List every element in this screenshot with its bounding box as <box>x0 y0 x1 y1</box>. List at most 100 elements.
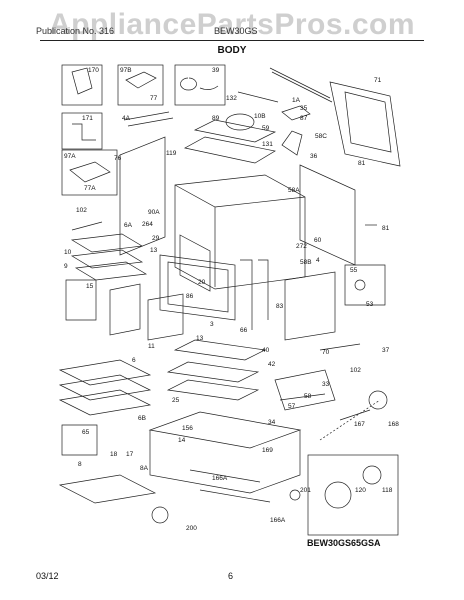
footer-page-number: 6 <box>228 571 234 581</box>
callout-33: 33 <box>322 381 330 388</box>
callout-3: 3 <box>210 321 214 328</box>
oven-body-edges <box>174 184 306 287</box>
callout-34: 34 <box>268 419 276 426</box>
callout-13b: 13 <box>196 335 204 342</box>
vent-59 <box>193 119 277 143</box>
callout-76: 76 <box>114 155 122 162</box>
callout-labels: 170 97B 39 171 77 97A 77A 132 1A 71 4A 8… <box>64 67 399 532</box>
part-box-97a <box>61 149 118 196</box>
strip-83 <box>258 259 269 320</box>
rail-4a <box>123 111 170 121</box>
part-box-15 <box>65 279 97 321</box>
part-box-39 <box>174 64 226 106</box>
part-box-65 <box>61 424 98 456</box>
callout-39: 39 <box>212 67 220 74</box>
rail-166a <box>189 469 261 483</box>
panel-42 <box>166 361 260 383</box>
callout-37: 37 <box>382 347 390 354</box>
strip-66 <box>240 259 253 330</box>
callout-171: 171 <box>82 115 93 122</box>
callout-119: 119 <box>166 150 177 157</box>
callout-167: 167 <box>354 421 365 428</box>
rack-9 <box>74 261 148 281</box>
callout-6a: 6A <box>124 222 133 229</box>
callout-58: 58 <box>304 393 312 400</box>
callout-57: 57 <box>288 403 296 410</box>
part-39-shape <box>180 77 219 91</box>
baffle-131 <box>184 136 276 164</box>
callout-131: 131 <box>262 141 273 148</box>
callout-53: 53 <box>366 301 374 308</box>
callout-81: 81 <box>358 160 366 167</box>
door-frame-3 <box>159 254 236 321</box>
callout-166a: 166A <box>212 475 228 482</box>
callout-17: 17 <box>126 451 134 458</box>
callout-166b: 166A <box>270 517 286 524</box>
rail-57 <box>279 393 326 401</box>
callout-4a: 4A <box>122 115 131 122</box>
rail-102a <box>71 221 103 231</box>
callout-18: 18 <box>110 451 118 458</box>
part-97a-shape <box>69 161 111 183</box>
callout-118: 118 <box>382 487 393 494</box>
callout-71: 71 <box>374 77 382 84</box>
callout-65: 65 <box>82 429 90 436</box>
foot-201 <box>289 489 301 501</box>
slide-13 <box>109 283 141 336</box>
callout-25: 25 <box>172 397 180 404</box>
callout-55: 55 <box>350 267 358 274</box>
slide-11 <box>147 293 184 341</box>
rack-6 <box>58 359 152 386</box>
callout-102b: 102 <box>350 367 361 374</box>
publication-label: Publication No. 316 <box>36 26 115 36</box>
callout-9: 9 <box>64 263 68 270</box>
oven-body <box>174 174 306 290</box>
callout-6: 6 <box>132 357 136 364</box>
model-header: BEW30GS <box>214 26 258 36</box>
part-171-shape <box>72 123 96 141</box>
part-box-fan <box>307 454 399 536</box>
drawer-front <box>149 430 301 494</box>
back-panel-71 <box>329 81 401 167</box>
part-36 <box>281 130 303 156</box>
callout-81b: 81 <box>382 225 390 232</box>
callout-66: 66 <box>240 327 248 334</box>
callout-8a: 8A <box>140 465 149 472</box>
wire-167 <box>339 409 371 421</box>
callout-86: 86 <box>186 293 194 300</box>
part-box-97b <box>117 64 164 106</box>
part-170-shape <box>71 67 93 95</box>
callout-1a: 1A <box>292 97 301 104</box>
rack-6a <box>70 233 144 253</box>
callout-10b: 10B <box>254 113 266 120</box>
callout-120: 120 <box>355 487 366 494</box>
callout-156: 156 <box>182 425 193 432</box>
callout-83: 83 <box>276 303 284 310</box>
footer-date: 03/12 <box>36 571 59 581</box>
callout-10: 10 <box>64 249 72 256</box>
callout-4: 4 <box>316 257 320 264</box>
motor-118 <box>362 465 382 485</box>
side-panel-76 <box>119 136 166 256</box>
callout-168: 168 <box>388 421 399 428</box>
callout-89: 89 <box>212 115 220 122</box>
sensor-53 <box>354 279 366 291</box>
callout-200: 200 <box>186 525 197 532</box>
callout-58c: 58C <box>315 133 327 140</box>
drawer-pan-8 <box>58 474 157 504</box>
part-box-171 <box>61 112 103 150</box>
callout-70: 70 <box>322 349 330 356</box>
rack-6-b <box>58 374 152 401</box>
oven-cavity-opening <box>179 234 211 292</box>
part-97b-shape <box>125 71 157 89</box>
callout-20: 20 <box>198 279 206 286</box>
rack-6b <box>58 389 152 416</box>
callout-42: 42 <box>268 361 276 368</box>
callout-102a: 102 <box>76 207 87 214</box>
panel-70 <box>284 271 336 341</box>
panel-40 <box>173 339 267 361</box>
callout-272: 272 <box>296 243 307 250</box>
callout-170: 170 <box>88 67 99 74</box>
callout-14: 14 <box>178 437 186 444</box>
rail-166b <box>199 489 271 503</box>
